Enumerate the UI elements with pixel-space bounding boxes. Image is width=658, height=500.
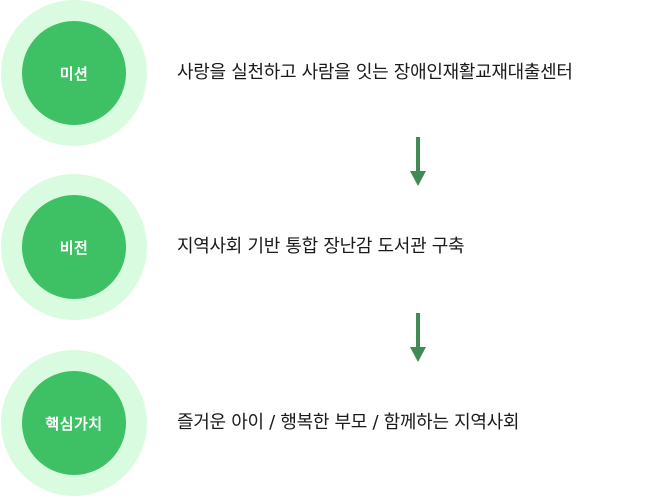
mission-text: 사랑을 실천하고 사람을 잇는 장애인재활교재대출센터 [177, 62, 573, 83]
mission-circle: 미션 [22, 21, 126, 125]
row-mission: 미션 사랑을 실천하고 사람을 잇는 장애인재활교재대출센터 [0, 0, 658, 150]
core-values-text: 즐거운 아이 / 행복한 부모 / 함께하는 지역사회 [177, 412, 520, 433]
vision-label: 비전 [59, 238, 89, 257]
mission-label: 미션 [59, 64, 89, 83]
core-values-circle: 핵심가치 [22, 371, 126, 475]
down-arrow-icon [410, 313, 426, 362]
row-core-values: 핵심가치 즐거운 아이 / 행복한 부모 / 함께하는 지역사회 [0, 350, 658, 500]
vision-circle: 비전 [22, 195, 126, 299]
core-values-label: 핵심가치 [45, 414, 103, 433]
row-vision: 비전 지역사회 기반 통합 장난감 도서관 구축 [0, 174, 658, 324]
down-arrow-icon [410, 137, 426, 186]
vision-text: 지역사회 기반 통합 장난감 도서관 구축 [177, 236, 465, 257]
